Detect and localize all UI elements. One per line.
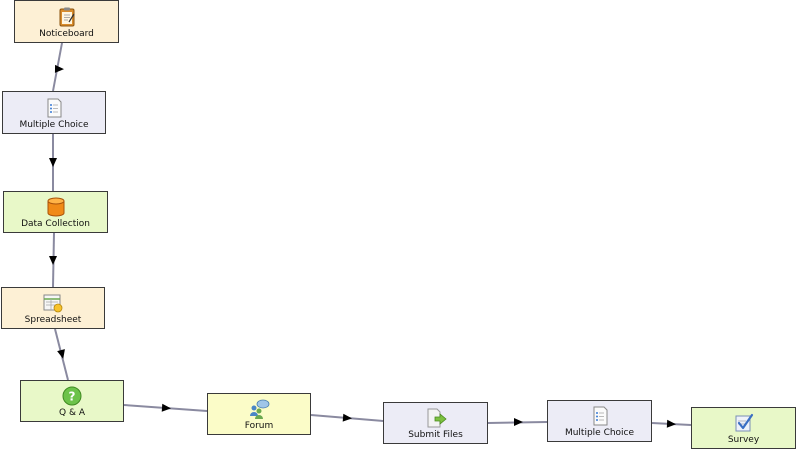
- forum-people-icon: [250, 399, 270, 419]
- node-multiple-choice-1[interactable]: Multiple Choice: [2, 91, 106, 134]
- multiple-choice-icon: [47, 98, 62, 118]
- node-survey[interactable]: Survey: [691, 407, 796, 449]
- survey-checkmark-icon: [735, 413, 753, 432]
- arrowhead: [57, 349, 65, 359]
- node-data-collection[interactable]: Data Collection: [3, 191, 108, 233]
- multiple-choice-icon: [593, 406, 607, 426]
- node-label: Data Collection: [21, 219, 90, 229]
- node-submit-files[interactable]: Submit Files: [383, 402, 488, 444]
- arrowhead: [666, 419, 676, 428]
- arrowhead: [49, 256, 57, 265]
- node-q-and-a[interactable]: ? Q & A: [20, 380, 124, 422]
- node-label: Noticeboard: [39, 29, 94, 39]
- spreadsheet-icon: [43, 294, 63, 313]
- database-cylinder-icon: [47, 197, 64, 217]
- question-mark-icon: ?: [62, 386, 82, 406]
- node-multiple-choice-2[interactable]: Multiple Choice: [547, 400, 652, 442]
- svg-text:?: ?: [69, 390, 76, 404]
- arrowhead: [342, 413, 352, 422]
- node-label: Spreadsheet: [24, 315, 82, 325]
- arrowhead: [161, 403, 171, 412]
- node-label: Multiple Choice: [19, 120, 89, 130]
- submit-files-icon: [427, 408, 447, 428]
- node-forum[interactable]: Forum: [207, 393, 311, 435]
- node-label: Survey: [727, 435, 760, 445]
- node-label: Forum: [244, 421, 274, 431]
- arrowhead: [54, 64, 64, 73]
- node-spreadsheet[interactable]: Spreadsheet: [1, 287, 105, 329]
- noticeboard-icon: [59, 7, 75, 27]
- node-label: Multiple Choice: [564, 428, 635, 438]
- node-label: Q & A: [59, 408, 85, 418]
- node-label: Submit Files: [408, 430, 463, 440]
- arrowhead: [49, 158, 57, 167]
- node-noticeboard[interactable]: Noticeboard: [14, 0, 119, 43]
- arrowhead: [514, 418, 523, 426]
